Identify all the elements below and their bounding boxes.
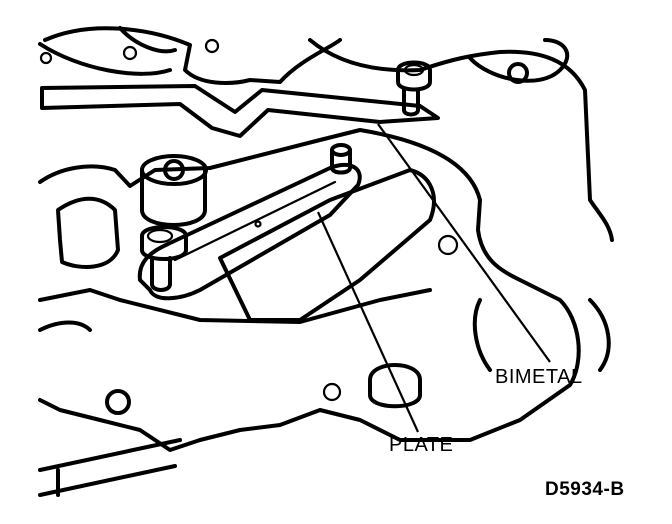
plate-pin-top (330, 143, 352, 157)
small-hole-top-mid (122, 45, 138, 61)
threaded-boss-hole (163, 159, 185, 181)
upper-body-outline (43, 26, 614, 242)
plate-pin (330, 148, 352, 175)
bimetal-strip (40, 84, 440, 138)
valve-body-inner-channel (56, 196, 120, 269)
plate-rivet (254, 220, 262, 228)
upper-right-boss (468, 38, 570, 83)
shaft-lower-left (38, 438, 182, 497)
body-hole-right (437, 234, 459, 256)
valve-body-outline (38, 128, 581, 452)
plate-leader-line (316, 211, 420, 433)
body-hole-center (322, 382, 342, 402)
figure-code: D5934-B (545, 479, 625, 500)
plate-screw (140, 225, 188, 292)
bimetal-label: BIMETAL (495, 366, 583, 388)
body-right-edge (472, 298, 611, 372)
bimetal-screw-head-socket (403, 63, 425, 77)
plate (137, 162, 362, 301)
threaded-boss (140, 168, 207, 227)
plate-screw-socket (146, 228, 174, 244)
small-hole-top (204, 38, 220, 54)
small-hole-top-left (39, 51, 53, 65)
threaded-boss-top (140, 154, 208, 186)
bimetal-screw (396, 60, 432, 117)
valve-body-lower-ridge (38, 288, 432, 332)
bimetal-leader-line (377, 123, 551, 363)
body-boss-lower (368, 363, 422, 409)
plate-inner-edge (173, 180, 337, 262)
threaded-hole-right (507, 62, 529, 84)
left-bore-outline (38, 26, 177, 76)
body-hole-lower-left (105, 389, 131, 415)
plate-label: PLATE (389, 434, 454, 456)
